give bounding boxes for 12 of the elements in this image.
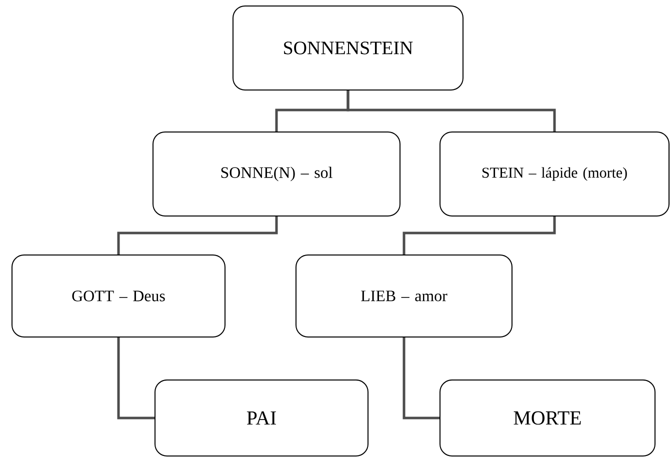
connector-line	[117, 338, 154, 420]
connector-line	[117, 216, 278, 254]
connector-line	[402, 216, 556, 254]
term-box: SONNENSTEIN	[232, 6, 464, 90]
connector-line	[402, 338, 440, 420]
connector-line	[346, 90, 556, 132]
term-box: PAI	[154, 379, 368, 456]
term-box: STEIN – lápide (morte)	[440, 131, 670, 216]
term-box: LIEB – amor	[296, 254, 512, 338]
term-box: GOTT – Deus	[12, 254, 226, 338]
term-box: SONNE(N) – sol	[152, 131, 400, 216]
term-box: MORTE	[440, 379, 656, 456]
